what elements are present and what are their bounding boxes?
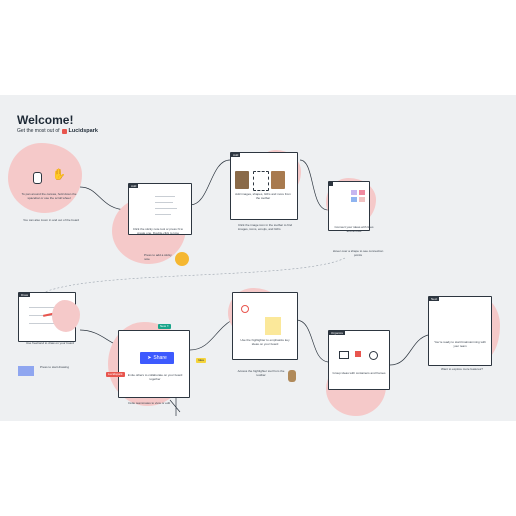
step-freehand-text: Use freehand to draw on your board	[25, 341, 75, 345]
connector-7	[389, 334, 429, 366]
step-pan-text: To pan around the canvas, hold down the …	[21, 192, 77, 200]
lucidspark-logo-icon	[61, 128, 67, 134]
shape-node	[351, 190, 357, 195]
whiteboard-canvas[interactable]	[0, 95, 516, 421]
tag-yellow: Idea	[196, 358, 206, 363]
highlight-blob	[8, 143, 82, 213]
step-share-text: Invite others to collaborate on your boa…	[127, 373, 183, 381]
hand-icon: ✋	[52, 169, 66, 181]
step-next-card: Next You're ready to start brainstorming…	[428, 296, 492, 366]
highlight-blob	[52, 300, 80, 332]
card-header	[329, 182, 333, 186]
step-shapes-card: Add Add images, shapes, GIFs and more fr…	[230, 152, 298, 220]
step-shapes-caption: Click the image icon in the toolbar to f…	[238, 223, 293, 231]
step-highlight-text: Use the highlighter to emphasize key ide…	[240, 338, 290, 346]
sticky-note	[265, 317, 281, 335]
card-header: Add	[129, 184, 139, 188]
cursor-sticker	[288, 370, 296, 382]
node-icon	[369, 351, 378, 360]
group-icon	[339, 351, 349, 359]
tag-red: Lucidspark	[106, 372, 125, 377]
step-highlight-card: Use the highlighter to emphasize key ide…	[232, 292, 298, 360]
placeholder-line	[155, 196, 175, 197]
tag-new: New !!	[158, 324, 171, 329]
share-button-label: Share	[153, 355, 167, 361]
node-icon	[355, 351, 361, 357]
connector-3	[299, 159, 329, 211]
page-subtitle: Get the most out of Lucidspark	[17, 128, 98, 134]
placeholder-line	[29, 315, 55, 316]
step-next-caption: Want to explore more features?	[441, 367, 483, 371]
placeholder-line	[155, 214, 171, 215]
placeholder-line	[155, 202, 173, 203]
step-connect-card	[328, 181, 370, 231]
step-sticky-text: Click the sticky note tool or press N to…	[132, 227, 184, 235]
step-pan-caption: You can also zoom in and out of the boar…	[22, 218, 80, 222]
step-connect-text: Connect your ideas with lines and arrows	[334, 225, 374, 233]
subtitle-text: Get the most out of	[17, 128, 60, 134]
connector-5	[189, 319, 233, 351]
brand-name: Lucidspark	[68, 128, 98, 134]
image-placeholder	[253, 171, 269, 191]
shape-node	[351, 197, 357, 202]
placeholder-line	[29, 307, 59, 308]
send-icon: ➤	[147, 355, 152, 361]
step-sticky-card: Add	[128, 183, 192, 235]
placeholder-line	[29, 323, 57, 324]
card-header: Organize	[329, 331, 346, 335]
image-placeholder	[271, 171, 285, 189]
placeholder-line	[155, 208, 177, 209]
step-organize-text: Group ideas with containers and frames	[332, 371, 386, 375]
card-header: Add	[231, 153, 241, 157]
connector-wrap	[44, 257, 346, 293]
card-header: Draw	[19, 293, 31, 297]
page-title: Welcome!	[17, 113, 74, 127]
step-sticky-caption: Press to add a sticky note	[144, 253, 172, 261]
step-share-card	[118, 330, 190, 398]
step-connect-caption: Hover over a shape to see connection poi…	[332, 249, 384, 257]
cursor-cross	[169, 398, 181, 416]
connector-1	[79, 186, 129, 211]
step-next-text: You're ready to start brainstorming with…	[434, 340, 486, 348]
share-button[interactable]: ➤ Share	[140, 352, 174, 364]
step-highlight-caption: Access the highlighter tool from the too…	[237, 369, 285, 377]
step-share-caption: Invite teammates to view or edit	[127, 401, 171, 405]
step-organize-card: Organize	[328, 330, 390, 390]
cursor-avatar	[175, 252, 189, 266]
mouse-icon	[33, 172, 42, 184]
step-shapes-text: Add images, shapes, GIFs and more from t…	[235, 192, 291, 200]
toolbar-icons	[18, 366, 34, 376]
card-header: Next	[429, 297, 440, 301]
step-freehand-caption: Press to start drawing	[40, 365, 70, 369]
connector-2	[189, 159, 231, 206]
shape-node	[359, 190, 365, 195]
cursor-ring-icon	[241, 305, 249, 313]
connector-6	[295, 319, 329, 363]
image-placeholder	[235, 171, 249, 189]
shape-node	[359, 197, 365, 202]
